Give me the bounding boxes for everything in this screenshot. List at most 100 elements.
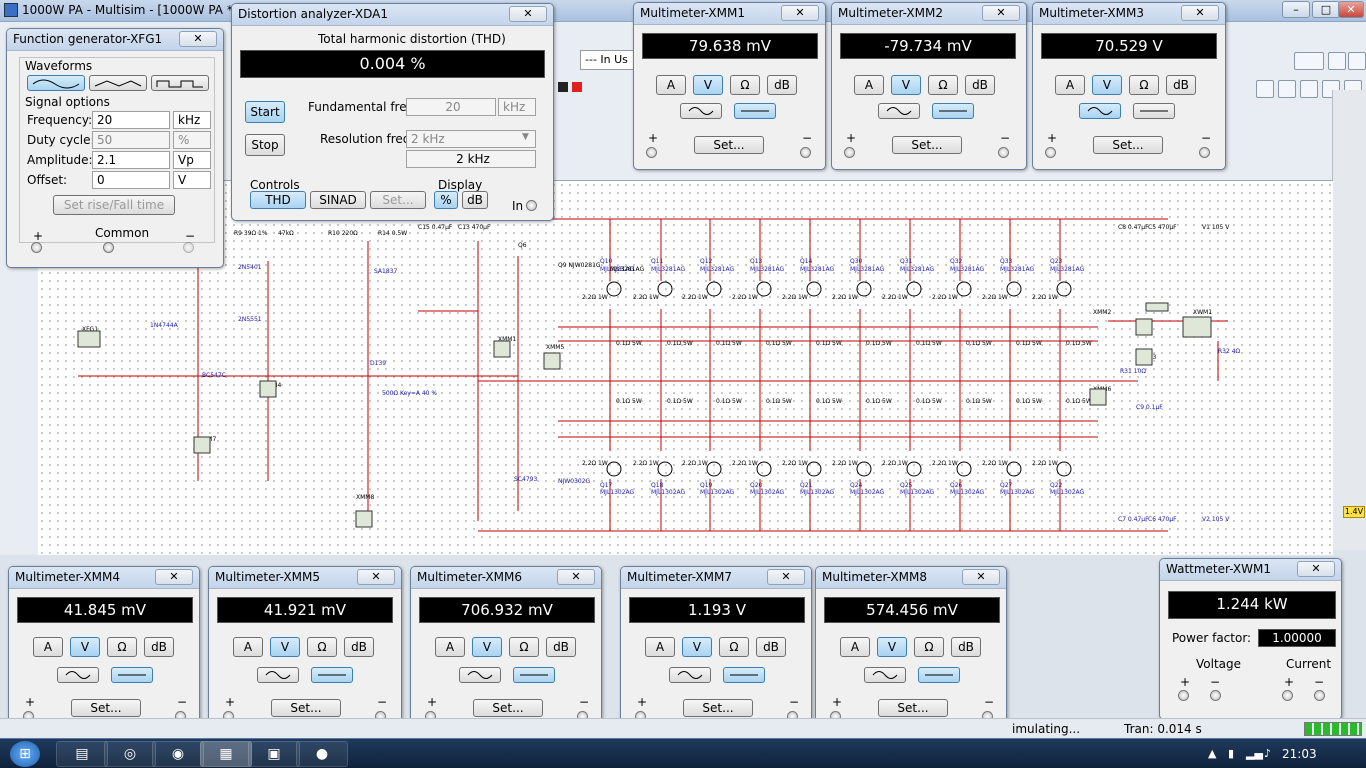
fg-triangle-button[interactable]	[89, 75, 147, 91]
fg-plus-terminal[interactable]	[31, 242, 42, 253]
fg-minus-terminal[interactable]	[183, 242, 194, 253]
da-start-button[interactable]: Start	[245, 101, 285, 123]
transistor-q23[interactable]	[1056, 281, 1072, 297]
mm-dc-button[interactable]	[918, 667, 960, 683]
mm-voltmeter-button[interactable]: V	[270, 637, 300, 657]
mm-db-button[interactable]: dB	[144, 637, 174, 657]
pause-sim-icon[interactable]	[558, 82, 568, 92]
tray-arrow-icon[interactable]: ▲	[1208, 747, 1217, 760]
mm-plus-terminal[interactable]	[844, 147, 855, 158]
da-thd-button[interactable]: THD	[250, 191, 306, 209]
instrument-xfg1[interactable]	[77, 330, 101, 348]
mm-set-button[interactable]: Set...	[694, 136, 764, 154]
calculator-task-button[interactable]: ▣	[248, 741, 300, 767]
mm-ammeter-button[interactable]: A	[840, 637, 870, 657]
transistor-q18[interactable]	[657, 461, 673, 477]
mm-close-button[interactable]: ✕	[1181, 5, 1219, 21]
transistor-q13[interactable]	[756, 281, 772, 297]
start-button[interactable]: ⊞	[10, 741, 40, 767]
instrument-xmm6[interactable]	[543, 352, 561, 370]
mm-close-button[interactable]: ✕	[781, 5, 819, 21]
zoom-out-icon[interactable]	[1278, 80, 1296, 98]
mm-ohmmeter-button[interactable]: Ω	[107, 637, 137, 657]
transistor-q31[interactable]	[906, 281, 922, 297]
transistor-q20[interactable]	[756, 461, 772, 477]
da-fund-input[interactable]: 20	[406, 98, 496, 116]
instrument-xmm4[interactable]	[193, 436, 211, 454]
mm-close-button[interactable]: ✕	[982, 5, 1020, 21]
mm-ac-button[interactable]	[57, 667, 99, 683]
instrument-xmm7[interactable]	[1135, 318, 1153, 336]
transistor-q25[interactable]	[906, 461, 922, 477]
mm-db-button[interactable]: dB	[756, 637, 786, 657]
mm-voltmeter-button[interactable]: V	[693, 75, 723, 95]
mm-title-bar[interactable]: Multimeter-XMM2✕	[832, 3, 1026, 25]
mm-title-bar[interactable]: Multimeter-XMM6✕	[411, 567, 601, 589]
mm-plus-terminal[interactable]	[646, 147, 657, 158]
fg-frequency-unit[interactable]: kHz	[173, 111, 211, 129]
transistor-q14[interactable]	[806, 281, 822, 297]
da-db-button[interactable]: dB	[462, 191, 488, 209]
wm-voltage-plus-terminal[interactable]	[1178, 690, 1189, 701]
mm-ammeter-button[interactable]: A	[233, 637, 263, 657]
wm-current-plus-terminal[interactable]	[1282, 690, 1293, 701]
mm-ammeter-button[interactable]: A	[33, 637, 63, 657]
transistor-q19[interactable]	[706, 461, 722, 477]
fg-offset-input[interactable]: 0	[92, 171, 170, 189]
mm-ohmmeter-button[interactable]: Ω	[928, 75, 958, 95]
fg-sine-button[interactable]	[27, 75, 85, 91]
fg-title-bar[interactable]: Function generator-XFG1✕	[7, 29, 223, 51]
instrument-xmm1[interactable]	[493, 340, 511, 358]
fg-common-terminal[interactable]	[103, 242, 114, 253]
chrome-task-button[interactable]: ◉	[152, 741, 204, 767]
wm-title-bar[interactable]: Wattmeter-XWM1✕	[1160, 559, 1341, 581]
mm-minus-terminal[interactable]	[998, 147, 1009, 158]
mm-title-bar[interactable]: Multimeter-XMM3✕	[1033, 3, 1225, 25]
mm-voltmeter-button[interactable]: V	[682, 637, 712, 657]
transistor-q26[interactable]	[956, 461, 972, 477]
transistor-q27[interactable]	[1006, 461, 1022, 477]
minimize-button[interactable]: –	[1282, 1, 1310, 18]
mm-db-button[interactable]: dB	[767, 75, 797, 95]
stop-sim-icon[interactable]	[572, 82, 582, 92]
mm-ammeter-button[interactable]: A	[854, 75, 884, 95]
da-stop-button[interactable]: Stop	[245, 134, 285, 156]
transistor-q33[interactable]	[1006, 281, 1022, 297]
mm-ac-button[interactable]	[680, 103, 722, 119]
fg-duty-input[interactable]: 50	[92, 131, 170, 149]
maximize-button[interactable]: □	[1312, 1, 1340, 18]
fg-square-button[interactable]	[151, 75, 209, 91]
transistor-q21[interactable]	[806, 461, 822, 477]
instrument-xmm2[interactable]	[1089, 388, 1107, 406]
mm-set-button[interactable]: Set...	[892, 136, 962, 154]
zoom-in-icon[interactable]	[1256, 80, 1274, 98]
fg-rise-fall-button[interactable]: Set rise/Fall time	[53, 195, 175, 215]
mm-voltmeter-button[interactable]: V	[891, 75, 921, 95]
fg-offset-unit[interactable]: V	[173, 171, 211, 189]
mm-dc-button[interactable]	[1133, 103, 1175, 119]
mm-ac-button[interactable]	[257, 667, 299, 683]
mm-db-button[interactable]: dB	[344, 637, 374, 657]
mm-title-bar[interactable]: Multimeter-XMM5✕	[209, 567, 401, 589]
mm-close-button[interactable]: ✕	[357, 569, 395, 585]
mm-set-button[interactable]: Set...	[271, 699, 341, 717]
fg-duty-unit[interactable]: %	[173, 131, 211, 149]
network-icon[interactable]: ▂▄	[1246, 747, 1263, 760]
mm-set-button[interactable]: Set...	[683, 699, 753, 717]
mm-close-button[interactable]: ✕	[962, 569, 1000, 585]
mm-voltmeter-button[interactable]: V	[70, 637, 100, 657]
volume-icon[interactable]: ♪	[1264, 747, 1272, 760]
instrument-xda1[interactable]	[1145, 302, 1169, 312]
mm-ac-button[interactable]	[669, 667, 711, 683]
mm-ammeter-button[interactable]: A	[1055, 75, 1085, 95]
mm-title-bar[interactable]: Multimeter-XMM4✕	[9, 567, 199, 589]
transistor-q11[interactable]	[657, 281, 673, 297]
wm-close-button[interactable]: ✕	[1297, 561, 1335, 577]
mm-set-button[interactable]: Set...	[71, 699, 141, 717]
spreadsheet-icon[interactable]	[1294, 52, 1324, 70]
mm-ohmmeter-button[interactable]: Ω	[1129, 75, 1159, 95]
da-set-button[interactable]: Set...	[370, 191, 426, 209]
mm-ohmmeter-button[interactable]: Ω	[307, 637, 337, 657]
mm-dc-button[interactable]	[723, 667, 765, 683]
